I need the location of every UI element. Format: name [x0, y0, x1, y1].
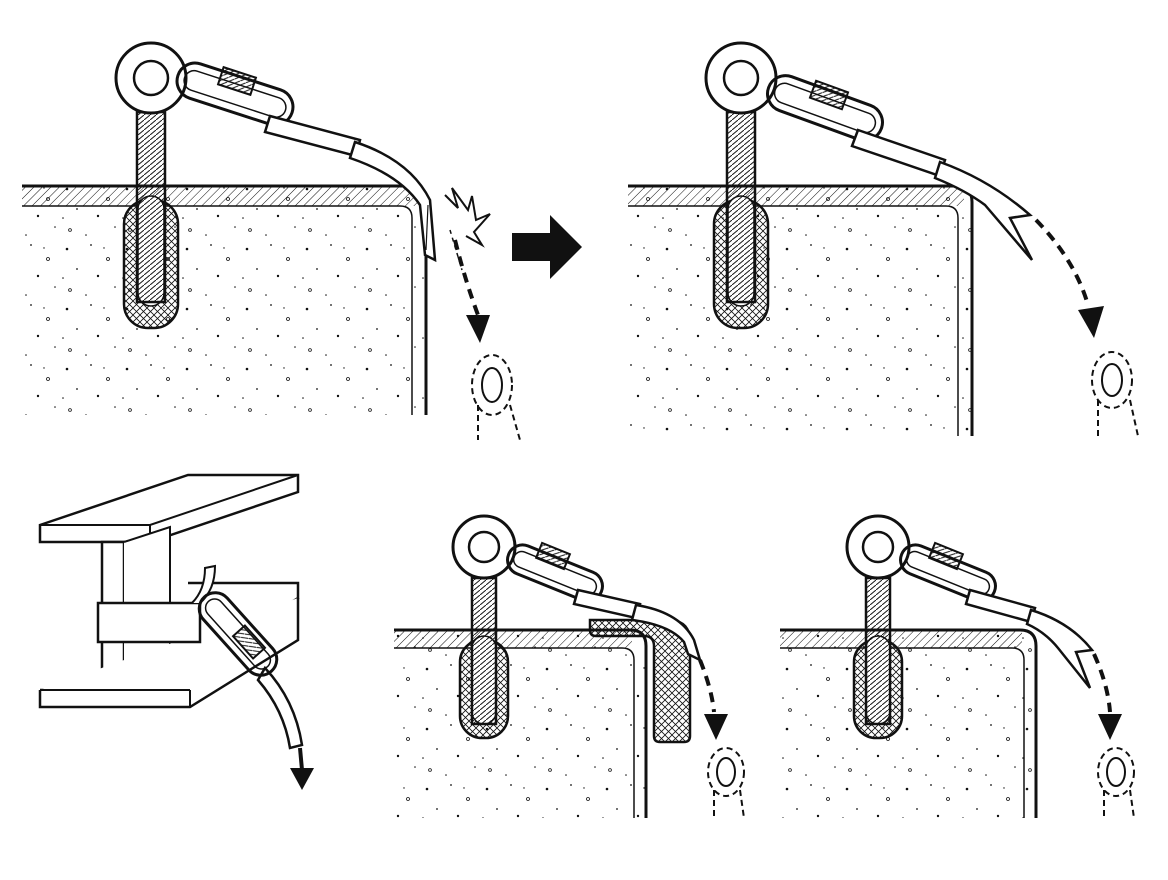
down-arrow-icon [453, 239, 490, 343]
panel-4-edge-protector [394, 514, 745, 819]
eyebolt-icon [845, 514, 911, 726]
concrete-block [628, 184, 974, 436]
panel-1-sling-cut-by-edge [22, 41, 521, 441]
carabiner-icon [197, 591, 279, 677]
carabiner-icon [899, 541, 997, 603]
carabiner-icon [506, 541, 604, 603]
concrete-block [394, 628, 648, 818]
eyebolt-icon [451, 514, 517, 726]
falling-hook-icon [1091, 351, 1139, 437]
concrete-block [780, 628, 1038, 818]
sling-icon [572, 588, 703, 663]
transition-arrow-icon [512, 215, 582, 279]
sling-icon [96, 564, 304, 750]
eyebolt-icon [704, 41, 778, 304]
carabiner-icon [766, 74, 884, 142]
concrete-block [22, 184, 428, 415]
falling-hook-icon [471, 354, 521, 441]
panel-5-sling-severed [780, 514, 1135, 819]
down-arrow-icon [1092, 653, 1122, 740]
sling-icon [263, 114, 437, 263]
eyebolt-icon [114, 41, 188, 304]
sling-icon [964, 588, 1095, 689]
falling-hook-icon [1097, 747, 1135, 819]
down-arrow-icon [698, 659, 728, 740]
fraying-damage-icon [444, 187, 491, 271]
panel-3-steel-beam-anchor [38, 473, 314, 790]
panel-2-sling-severed [628, 41, 1139, 437]
i-beam-icon [38, 473, 300, 709]
down-arrow-icon [290, 747, 314, 790]
down-arrow-icon [1034, 218, 1104, 338]
carabiner-icon [175, 61, 295, 127]
sling-icon [850, 128, 1034, 261]
falling-hook-icon [707, 747, 745, 819]
